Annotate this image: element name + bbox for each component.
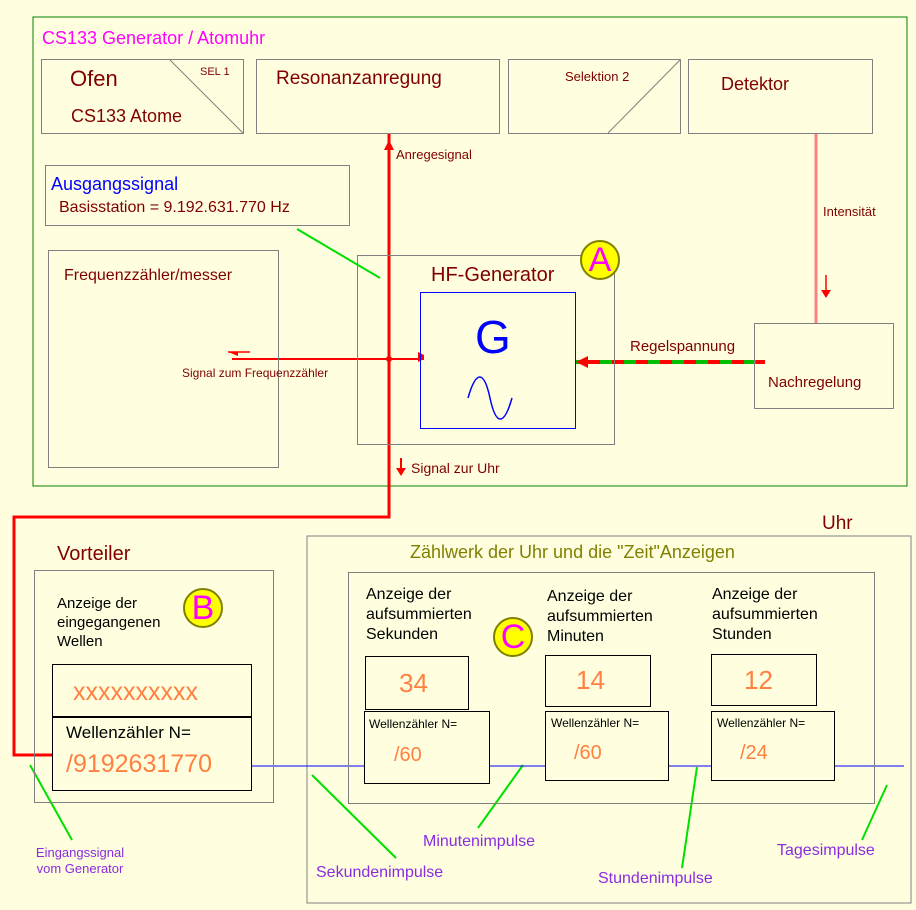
detector-box [688, 59, 873, 134]
control-voltage-label: Regelspannung [630, 338, 736, 355]
selection-diagonal [607, 59, 681, 134]
oven-diagonal [169, 59, 244, 134]
output-signal-title: Ausgangssignal [51, 174, 179, 194]
intensity-label: Intensität [823, 204, 876, 219]
day-pulses-annotation: Tagesimpulse [777, 842, 875, 859]
generator-frame [32, 16, 908, 487]
detector-label: Detektor [721, 74, 790, 94]
readjustment-label: Nachregelung [768, 374, 862, 391]
minutes-value: 14 [576, 665, 605, 695]
resonance-box [256, 59, 500, 134]
readjustment-box [754, 323, 894, 409]
hours-display-box [711, 654, 817, 706]
second-pulses-annotation: Sekundenimpulse [316, 864, 444, 881]
clock-signal-arrow [396, 468, 406, 476]
prescaler-display-box [52, 664, 252, 717]
hour-pulses-annotation: Stundenimpulse [598, 870, 713, 887]
prescaler-title: Vorteiler [57, 543, 131, 565]
frequency-counter-label: Frequenzzähler/messer [64, 267, 233, 284]
marker-c: C [493, 617, 533, 657]
marker-a: A [580, 240, 620, 280]
signal-to-counter-label: Signal zum Frequenzzähler [182, 366, 329, 380]
minutes-counter-box [545, 711, 669, 781]
selection2-label: Selektion 2 [565, 69, 630, 84]
clock-counter-title: Zählwerk der Uhr und die "Zeit"Anzeigen [410, 542, 735, 562]
prescaler-box [34, 570, 274, 803]
seconds-counter-value: /60 [394, 744, 422, 766]
excitation-arrow [384, 140, 394, 150]
minutes-label: Anzeige der aufsummierten Minuten [547, 588, 653, 645]
seconds-label: Anzeige der aufsummierten Sekunden [366, 586, 472, 643]
resonance-label: Resonanzanregung [276, 68, 442, 89]
hours-counter-label: Wellenzähler N= [717, 716, 806, 730]
main-signal-line [12, 134, 391, 757]
minutes-counter-value: /60 [574, 742, 602, 764]
oven-atoms-label: CS133 Atome [71, 106, 183, 126]
second-pointer [311, 774, 397, 859]
excitation-signal-label: Anregesignal [396, 147, 472, 162]
minutes-counter-label: Wellenzähler N= [551, 716, 640, 730]
seconds-counter-label: Wellenzähler N= [369, 717, 458, 731]
hours-counter-box [711, 711, 835, 781]
marker-b: B [183, 588, 223, 628]
seconds-value: 34 [399, 668, 428, 698]
hours-counter-value: /24 [740, 742, 768, 764]
intensity-arrow [821, 290, 831, 298]
output-signal-value: Basisstation = 9.192.631.770 Hz [59, 199, 290, 216]
oven-label: Ofen [70, 66, 118, 91]
g-letter: G [475, 311, 511, 363]
hour-pointer [681, 766, 698, 869]
hours-value: 12 [744, 665, 773, 695]
oven-box [41, 59, 244, 134]
prescaler-counter-label: Wellenzähler N= [66, 723, 191, 742]
input-signal-annotation: Eingangssignal vom Generator [35, 845, 125, 876]
signal-to-clock-label: Signal zur Uhr [411, 460, 500, 476]
hf-generator-box [357, 255, 615, 445]
clock-frame [306, 535, 912, 904]
output-signal-box [45, 165, 350, 226]
minute-pointer [477, 764, 524, 829]
prescaler-display-value: xxxxxxxxxx [73, 678, 198, 706]
seconds-display-box [365, 656, 469, 710]
counter-arrow [228, 352, 238, 356]
sel1-label: SEL 1 [200, 66, 230, 78]
day-pointer [861, 784, 888, 841]
frequency-counter-box [48, 250, 279, 468]
hours-label: Anzeige der aufsummierten Stunden [712, 586, 818, 643]
minute-pulses-annotation: Minutenimpulse [423, 833, 536, 850]
control-voltage-arrow [576, 356, 588, 368]
hf-generator-label: HF-Generator [431, 264, 555, 286]
sine-wave-icon [467, 376, 513, 420]
clock-title: Uhr [822, 513, 853, 534]
prescaler-counter-box [52, 717, 252, 791]
prescaler-counter-value: /9192631770 [66, 750, 212, 778]
clock-inner-box [348, 572, 875, 804]
g-generator-box [420, 292, 576, 429]
selection2-box [508, 59, 681, 134]
output-pointer [296, 228, 381, 279]
seconds-counter-box [364, 711, 490, 784]
minutes-display-box [545, 655, 651, 707]
prescaler-display-label: Anzeige der eingegangenen Wellen [57, 595, 161, 650]
generator-title: CS133 Generator / Atomuhr [42, 28, 266, 48]
